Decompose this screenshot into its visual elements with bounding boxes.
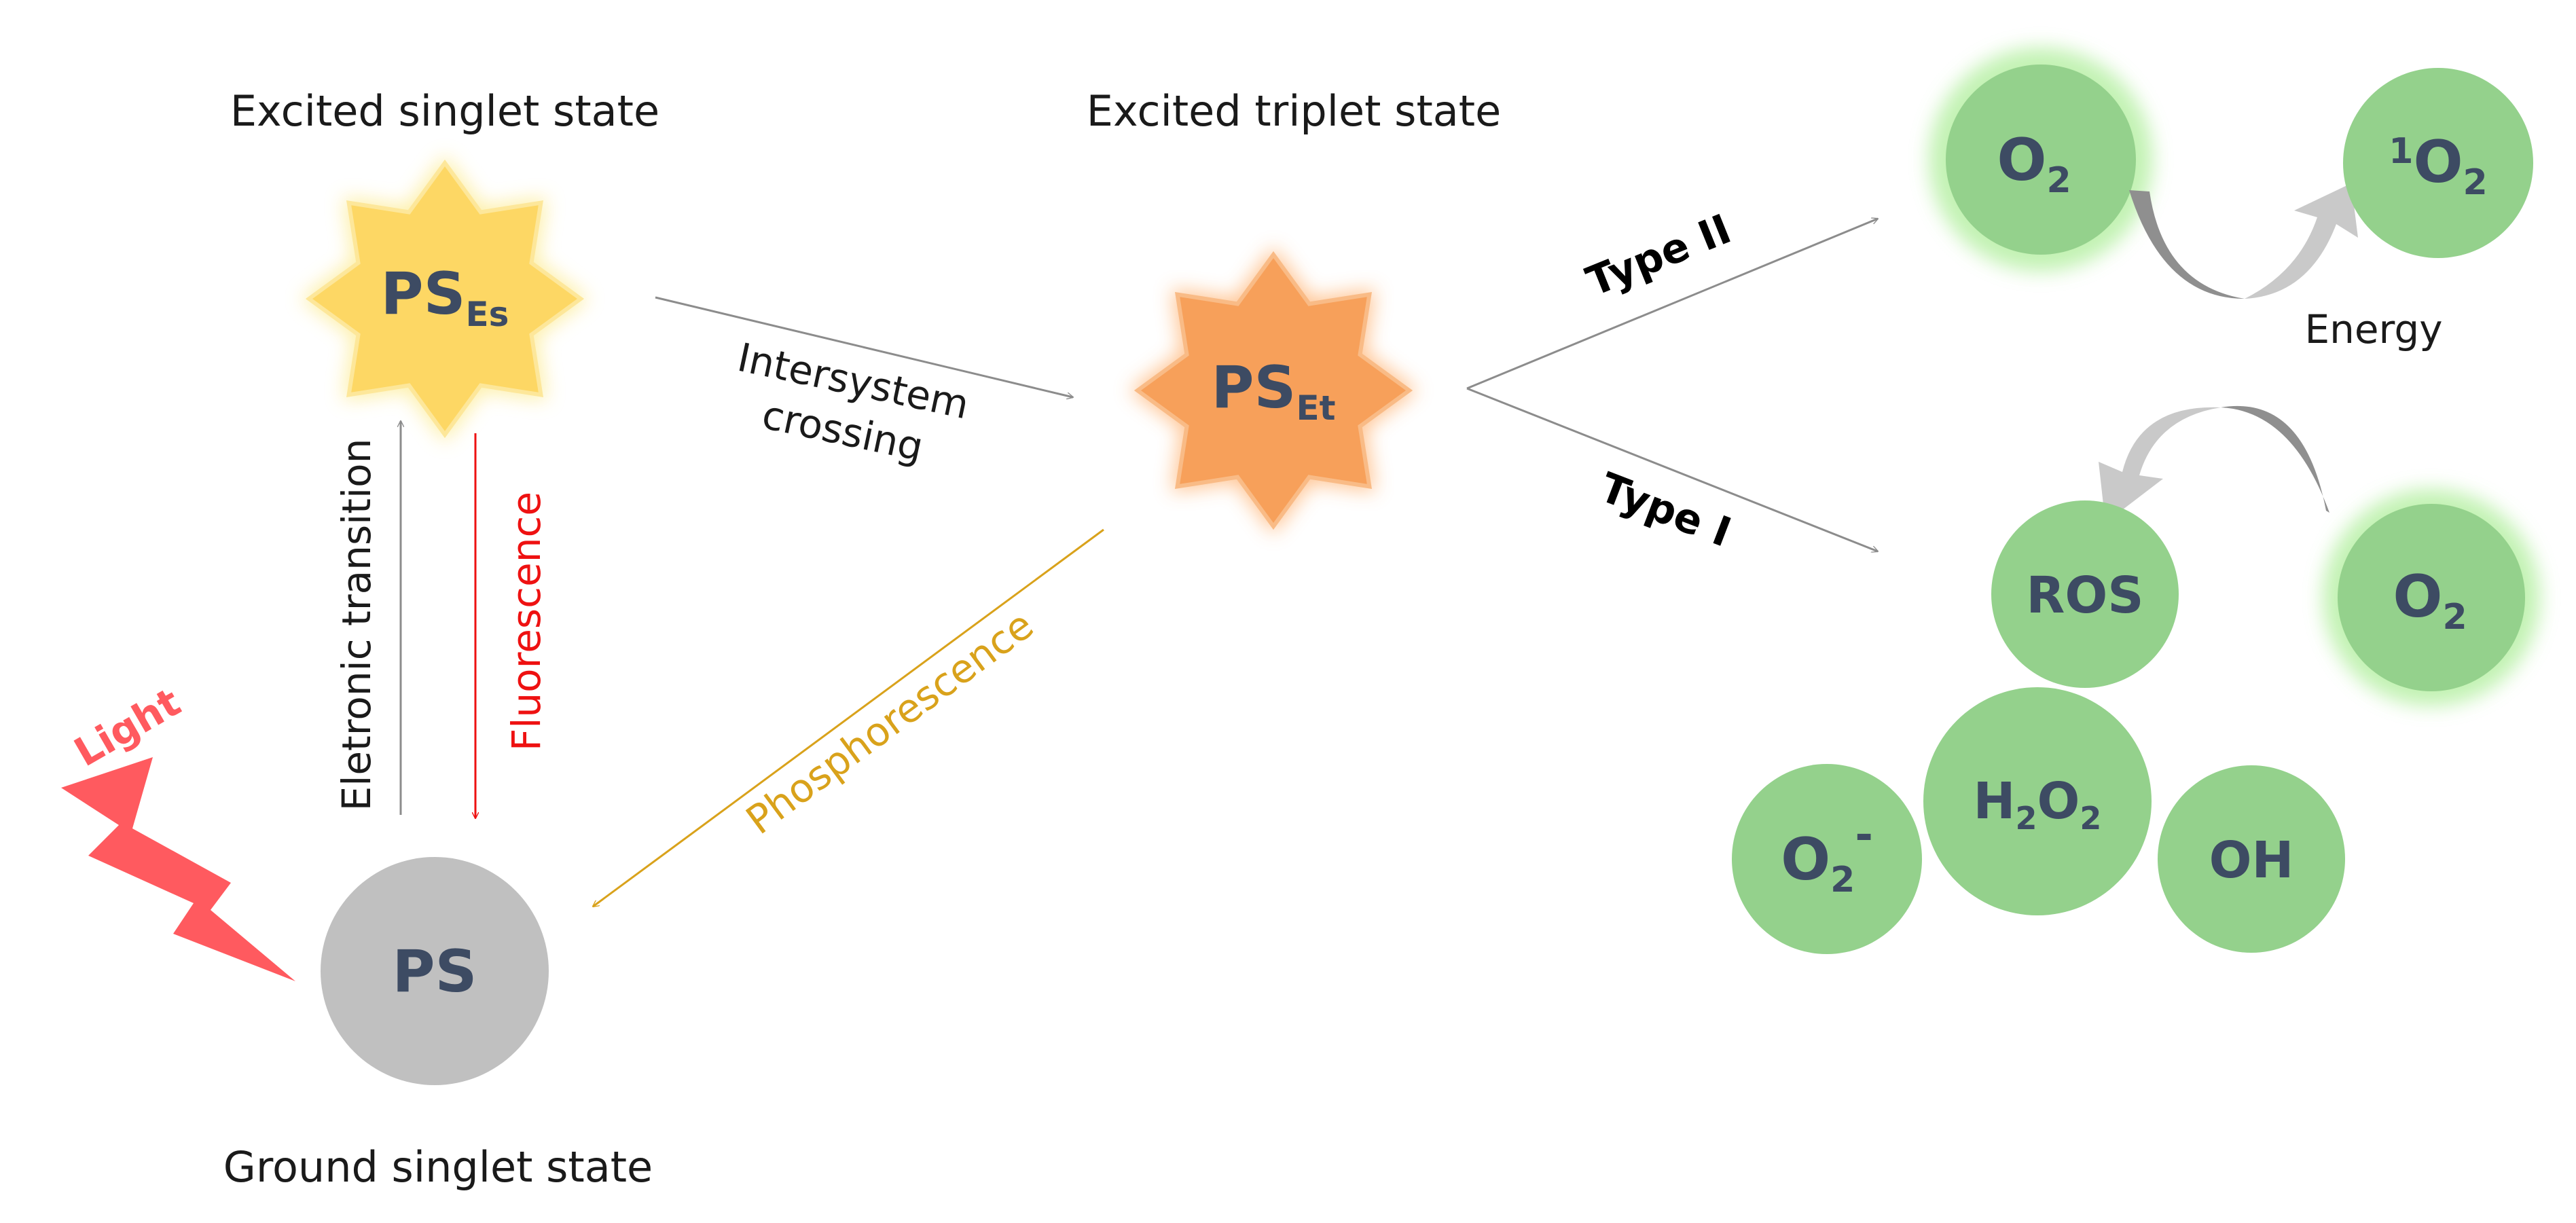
o2-right-main: O: [2393, 563, 2442, 631]
type-ii-arrow: [1466, 219, 1878, 390]
type-i-arrow: [1466, 387, 1878, 551]
h2o2-subscript-1: 2: [2015, 800, 2037, 837]
ps-es-subscript: Es: [466, 295, 509, 334]
energy-transfer-arrow: [2129, 183, 2358, 299]
o2-ground-node-top: O2: [1929, 48, 2153, 272]
ros-text: ROS: [2026, 566, 2143, 625]
phosphorescence-arrow: [593, 528, 1104, 907]
svg-text:PSEt: PSEt: [1211, 354, 1335, 428]
hydrogen-peroxide-node: H2O2: [1923, 687, 2152, 915]
hydroxyl-node: OH: [2158, 765, 2345, 953]
superoxide-node: O2-: [1732, 764, 1922, 954]
fluorescence-label: Fluorescence: [503, 492, 549, 751]
svg-text:O2: O2: [1997, 126, 2071, 201]
o2-top-subscript: 2: [2046, 160, 2071, 201]
svg-text:H2O2: H2O2: [1974, 772, 2102, 837]
svg-text:O2-: O2-: [1781, 810, 1873, 900]
ps-excited-triplet-node: PSEt: [1129, 247, 1417, 534]
singlet-o2-subscript: 2: [2463, 162, 2488, 203]
ros-node: ROS: [1991, 500, 2179, 688]
ground-state-label: Ground singlet state: [223, 1142, 653, 1192]
svg-text:O2: O2: [2393, 563, 2467, 638]
superoxide-superscript: -: [1855, 810, 1873, 860]
intersystem-crossing-arrow: [655, 296, 1073, 397]
phosphorescence-label: Phosphorescence: [738, 602, 1042, 843]
electron-transfer-arrow: [2099, 405, 2329, 523]
superoxide-main: O: [1781, 826, 1830, 894]
energy-label: Energy: [2304, 306, 2442, 352]
o2-top-main: O: [1997, 126, 2046, 194]
singlet-o2-main: O: [2413, 128, 2463, 196]
triplet-state-label: Excited triplet state: [1087, 86, 1501, 136]
oh-text: OH: [2209, 831, 2294, 890]
light-label: Light: [67, 679, 188, 776]
ps-es-main-text: PS: [381, 260, 466, 328]
ps-ground-node: PS: [321, 857, 549, 1085]
type-i-label: Type I: [1593, 464, 1737, 557]
superoxide-subscript: 2: [1830, 860, 1855, 900]
singlet-star-shape: [305, 159, 585, 439]
singlet-o2-superscript: 1: [2389, 131, 2413, 172]
o2-right-subscript: 2: [2442, 597, 2467, 638]
electronic-transition-label: Eletronic transition: [333, 439, 380, 811]
triplet-star-shape: [1133, 251, 1413, 530]
singlet-state-label: Excited singlet state: [230, 86, 659, 136]
singlet-oxygen-node: 1O2: [2343, 68, 2533, 258]
h2o2-subscript-2: 2: [2080, 800, 2101, 837]
ps-ground-text: PS: [393, 938, 477, 1006]
type-ii-label: Type II: [1580, 205, 1737, 306]
h2o2-o: O: [2037, 772, 2080, 830]
ps-excited-singlet-node: PSEs: [301, 155, 589, 443]
ps-et-main-text: PS: [1211, 354, 1296, 422]
svg-text:PSEs: PSEs: [381, 260, 509, 334]
ps-et-subscript: Et: [1296, 388, 1335, 428]
svg-text:1O2: 1O2: [2389, 128, 2487, 203]
o2-ground-node-right: O2: [2323, 489, 2540, 706]
light-bolt: Light: [61, 679, 295, 981]
h2o2-h: H: [1974, 772, 2016, 830]
